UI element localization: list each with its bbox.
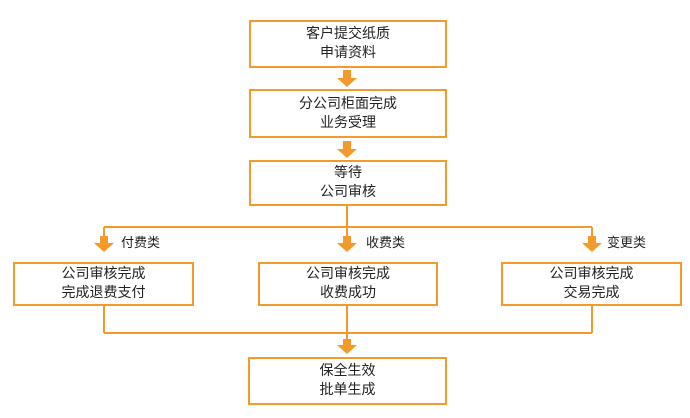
node-change-line-1: 公司审核完成 <box>549 266 634 282</box>
node-payment-line-2: 完成退费支付 <box>61 285 146 301</box>
node-counter: 分公司柜面完成 业务受理 <box>249 89 447 138</box>
arrow-branch-collection <box>337 236 357 252</box>
branch-label-collection: 收费类 <box>366 236 406 251</box>
node-submit-line-1: 客户提交纸质 <box>306 26 390 42</box>
arrow-submit-to-counter <box>337 70 357 87</box>
node-review: 等待 公司审核 <box>249 160 447 206</box>
node-review-line-2: 公司审核 <box>320 184 376 200</box>
node-payment-line-1: 公司审核完成 <box>61 266 146 282</box>
node-counter-line-2: 业务受理 <box>320 114 376 131</box>
branch-label-change: 变更类 <box>607 236 647 251</box>
arrow-branch-payment <box>94 236 114 252</box>
node-collection-line-2: 收费成功 <box>320 285 376 301</box>
node-issue: 保全生效 批单生成 <box>248 357 447 405</box>
node-change: 公司审核完成 交易完成 <box>501 262 682 306</box>
node-collection: 公司审核完成 收费成功 <box>258 262 438 306</box>
arrow-counter-to-review <box>337 141 357 158</box>
node-issue-line-1: 保全生效 <box>319 363 376 379</box>
node-review-line-1: 等待 <box>334 165 362 181</box>
node-counter-line-1: 分公司柜面完成 <box>299 95 397 112</box>
arrow-merge-to-issue <box>337 339 357 354</box>
node-change-line-2: 交易完成 <box>563 285 620 301</box>
node-issue-line-2: 批单生成 <box>319 382 376 398</box>
node-submit: 客户提交纸质 申请资料 <box>249 20 447 68</box>
node-payment: 公司审核完成 完成退费支付 <box>13 262 194 306</box>
branch-label-payment: 付费类 <box>121 236 161 251</box>
node-collection-line-1: 公司审核完成 <box>306 266 390 282</box>
node-submit-line-2: 申请资料 <box>320 45 376 61</box>
arrow-branch-change <box>582 236 602 252</box>
